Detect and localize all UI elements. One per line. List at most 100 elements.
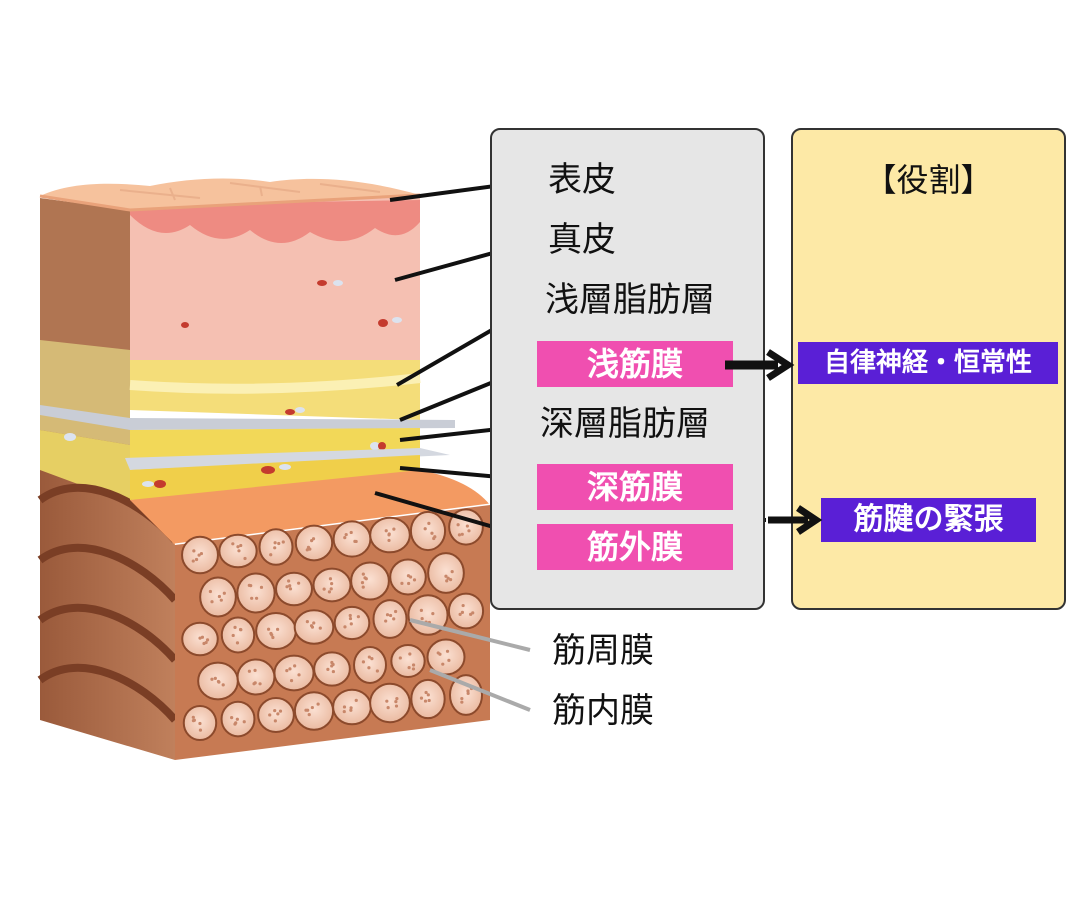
- fascicle-fiber-dot: [234, 721, 238, 725]
- fascicle-fiber-dot: [387, 538, 391, 543]
- label-deep-fat: 深層脂肪層: [540, 404, 710, 444]
- muscle-fascicle: [448, 674, 484, 716]
- fascicle-fiber-dot: [259, 585, 264, 589]
- fascicle-fiber-dot: [392, 617, 396, 621]
- fascicle-fiber-dot: [242, 720, 246, 724]
- label-perimysium: 筋周膜: [552, 631, 654, 671]
- fascicle-fiber-dot: [445, 649, 450, 653]
- fascicle-fiber-dot: [427, 620, 432, 625]
- fascicle-fiber-dot: [221, 683, 225, 687]
- fascicle-fiber-dot: [197, 553, 201, 557]
- muscle-fascicle: [257, 696, 295, 734]
- superficial-fat-layer: [129, 360, 421, 420]
- fascicle-fiber-dot: [343, 625, 347, 629]
- fascicle-fiber-dot: [424, 690, 428, 695]
- fascicle-fiber-dot: [297, 581, 301, 585]
- fascicle-fiber-dot: [200, 635, 205, 639]
- fascicle-fiber-dot: [460, 700, 464, 704]
- fascicle-fiber-dot: [426, 693, 430, 697]
- fascicle-fiber-dot: [250, 596, 254, 600]
- fascicle-fiber-dot: [458, 612, 462, 616]
- fascicle-fiber-dot: [427, 698, 431, 703]
- muscle-fascicle: [427, 552, 465, 594]
- fascicle-fiber-dot: [370, 656, 374, 661]
- fascicle-fiber-dot: [445, 579, 449, 583]
- fascicle-fiber-dot: [469, 686, 474, 691]
- muscle-side-face: [37, 470, 179, 760]
- muscle-fascicle: [313, 651, 351, 687]
- fascicle-fiber-dot: [239, 628, 243, 632]
- fascicle-fiber-dot: [210, 677, 214, 681]
- fascicle-fiber-dot: [287, 579, 291, 583]
- fascicle-fiber-dot: [465, 524, 469, 528]
- fascicle-fiber-dot: [304, 708, 308, 712]
- fascicle-fiber-dot: [400, 581, 404, 585]
- fascicle-fiber-dot: [448, 578, 453, 582]
- fascicle-fiber-dot: [353, 539, 357, 543]
- fascicle-fiber-dot: [231, 633, 235, 638]
- fascicle-fiber-dot: [456, 523, 460, 527]
- fascicle-fiber-dot: [386, 706, 390, 710]
- role-autonomic-homeostasis: 自律神経・恒常性: [798, 342, 1058, 384]
- fascicle-fiber-dot: [349, 706, 353, 710]
- fascicle-fiber-dot: [192, 549, 196, 553]
- fascicle-fiber-dot: [318, 626, 322, 630]
- fascicle-fiber-dot: [230, 716, 234, 720]
- fascicle-fiber-dot: [270, 633, 274, 637]
- fascicle-fiber-dot: [361, 660, 366, 664]
- fascicle-fiber-dot: [423, 699, 428, 703]
- fascicle-fiber-dot: [419, 608, 423, 612]
- fascicle-fiber-dot: [466, 691, 470, 695]
- fascicle-fiber-dot: [460, 532, 464, 536]
- fascicle-fiber-dot: [450, 570, 454, 574]
- fascicle-fiber-dot: [407, 581, 411, 586]
- fascicle-fiber-dot: [288, 667, 292, 671]
- muscle-fascicle: [410, 678, 446, 720]
- fascicle-fiber-dot: [231, 542, 235, 546]
- fascicle-fiber-dot: [411, 667, 416, 671]
- fascicle-fiber-dot: [348, 613, 352, 618]
- fascicle-fiber-dot: [205, 638, 210, 642]
- fascicle-fiber-dot: [460, 610, 465, 614]
- muscle-fascicle: [447, 592, 485, 630]
- fascicle-fiber-dot: [394, 609, 398, 614]
- fascicle-fiber-dot: [446, 576, 450, 580]
- label-epidermis: 表皮: [548, 160, 616, 200]
- muscle-fascicle: [273, 654, 315, 692]
- fascicle-fiber-dot: [411, 663, 416, 667]
- fascicle-fiber-dot: [198, 728, 203, 732]
- fascicle-fiber-dot: [394, 704, 399, 708]
- fascicle-fiber-dot: [457, 533, 462, 537]
- muscle-fascicle: [407, 594, 449, 636]
- fascicle-fiber-dot: [408, 652, 412, 656]
- fascicle-fiber-dot: [420, 616, 424, 621]
- fascicle-fiber-dot: [349, 530, 353, 535]
- muscle-fascicle: [220, 616, 256, 654]
- fascicle-fiber-dot: [198, 721, 202, 726]
- fascicle-fiber-dot: [438, 652, 442, 656]
- fascicle-fiber-dot: [308, 547, 312, 551]
- fascicle-fiber-dot: [385, 699, 389, 703]
- muscle-fascicle: [369, 682, 411, 724]
- fascicle-fiber-dot: [194, 557, 199, 562]
- fascicle-fiber-dot: [348, 616, 353, 621]
- muscle-fascicle: [409, 510, 447, 552]
- fascicle-fiber-dot: [243, 556, 247, 561]
- muscle-fascicle: [390, 643, 426, 679]
- fascicle-fiber-dot: [237, 549, 241, 553]
- epidermis-layer: [39, 178, 421, 212]
- fascicle-fiber-dot: [312, 621, 316, 625]
- fascicle-fiber-dot: [293, 664, 297, 668]
- fascicle-fiber-dot: [191, 559, 195, 563]
- fascicle-fiber-dot: [268, 713, 272, 717]
- fascicle-fiber-dot: [433, 535, 437, 539]
- fascicle-fiber-dot: [467, 529, 471, 533]
- fascicle-fiber-dot: [444, 574, 448, 578]
- fascicle-fiber-dot: [222, 591, 226, 595]
- fascicle-fiber-dot: [423, 527, 427, 531]
- fascicle-fiber-dot: [305, 620, 309, 624]
- fascicle-fiber-dot: [363, 576, 367, 580]
- fascicle-fiber-dot: [408, 575, 413, 579]
- fascicle-fiber-dot: [266, 627, 271, 631]
